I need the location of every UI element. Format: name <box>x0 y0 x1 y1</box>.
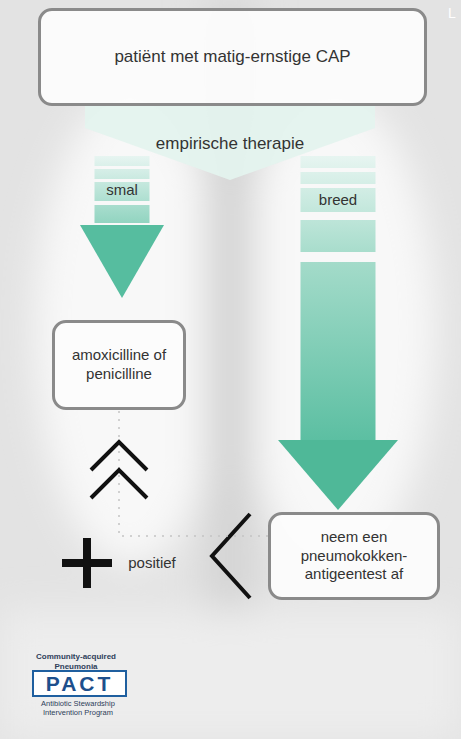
node-text: empirische therapie <box>156 133 304 154</box>
chevron-up <box>91 470 147 498</box>
abdomen <box>0 610 461 739</box>
logo-text: PACT <box>46 673 114 694</box>
node-text: amoxicilline of penicilline <box>60 346 178 384</box>
xray-marker: L <box>442 5 461 22</box>
process-box: patiënt met matig-ernstige CAP <box>38 8 427 106</box>
arrow-shaft <box>301 156 376 440</box>
plus-symbol <box>62 538 112 588</box>
process-box: amoxicilline of penicilline <box>52 320 186 410</box>
connector <box>91 410 268 536</box>
logo-box: PACT <box>32 670 127 697</box>
edge-label: smal <box>106 181 138 199</box>
edge-label: breed <box>319 191 357 209</box>
connector <box>278 156 398 510</box>
chevron-up <box>91 442 147 470</box>
arrow-head <box>278 440 398 510</box>
node-text: patiënt met matig-ernstige CAP <box>114 46 350 67</box>
arrow-shaft <box>95 156 150 225</box>
process-box: neem een pneumokokken-antigeentest af <box>268 512 440 600</box>
connector <box>80 156 164 298</box>
funnel-fill <box>85 106 375 180</box>
logo-caption: Community-acquired Pneumonia <box>14 652 139 671</box>
arrow-head <box>80 225 164 298</box>
connector-line <box>119 410 268 536</box>
edge-label: positief <box>128 554 176 572</box>
node-text: neem een pneumokokken-antigeentest af <box>289 528 419 584</box>
funnel-band: empirische therapie <box>85 106 375 156</box>
logo-caption: Antibiotic Stewardship Intervention Prog… <box>28 699 128 717</box>
chevron-left <box>212 514 250 598</box>
